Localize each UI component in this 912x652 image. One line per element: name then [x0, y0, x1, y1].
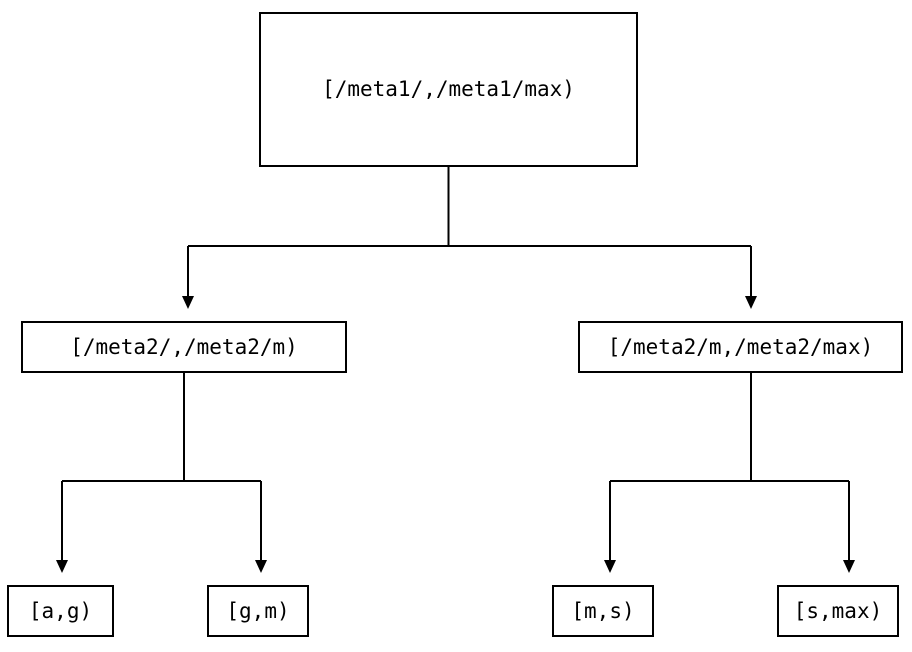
- node-root[interactable]: [/meta1/,/meta1/max): [259, 12, 638, 167]
- node-mid-left-label: [/meta2/,/meta2/m): [70, 334, 298, 359]
- node-leaf-a-g[interactable]: [a,g): [7, 585, 114, 637]
- node-mid-left[interactable]: [/meta2/,/meta2/m): [21, 321, 347, 373]
- node-leaf-m-s[interactable]: [m,s): [552, 585, 654, 637]
- arrowhead-to-leaf4: [843, 560, 855, 573]
- node-leaf-s-max[interactable]: [s,max): [777, 585, 899, 637]
- node-leaf-g-m[interactable]: [g,m): [207, 585, 309, 637]
- node-leaf-a-g-label: [a,g): [28, 598, 93, 623]
- node-leaf-m-s-label: [m,s): [571, 598, 635, 623]
- arrowhead-to-mid-left: [182, 296, 194, 309]
- arrowhead-to-leaf3: [604, 560, 616, 573]
- arrowhead-to-leaf2: [255, 560, 267, 573]
- arrowhead-to-leaf1: [56, 560, 68, 573]
- arrowhead-to-mid-right: [745, 296, 757, 309]
- node-leaf-g-m-label: [g,m): [226, 598, 290, 623]
- node-mid-right[interactable]: [/meta2/m,/meta2/max): [578, 321, 903, 373]
- node-root-label: [/meta1/,/meta1/max): [322, 77, 575, 101]
- node-mid-right-label: [/meta2/m,/meta2/max): [607, 334, 874, 359]
- node-leaf-s-max-label: [s,max): [793, 598, 883, 623]
